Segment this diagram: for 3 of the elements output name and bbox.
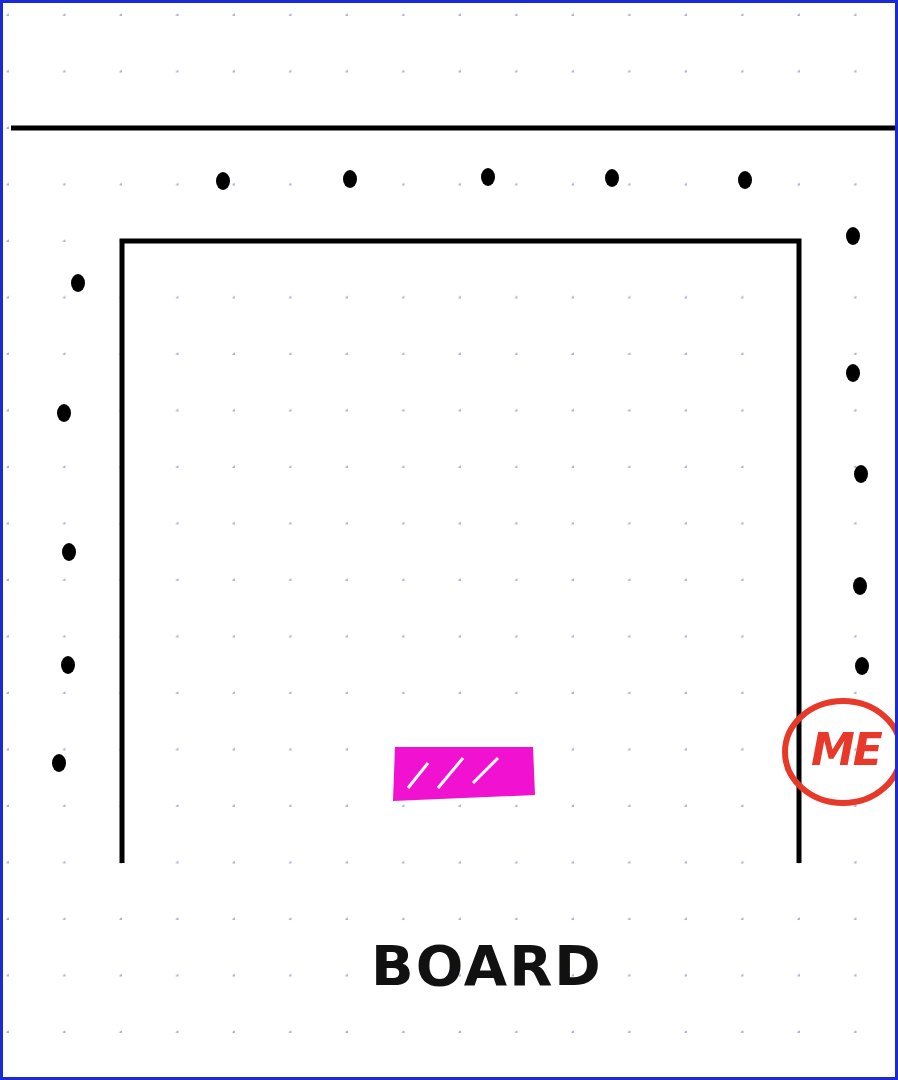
area-label: BOARD <box>371 933 603 998</box>
circled-marker <box>781 696 895 808</box>
marker-text: ME <box>811 724 881 775</box>
